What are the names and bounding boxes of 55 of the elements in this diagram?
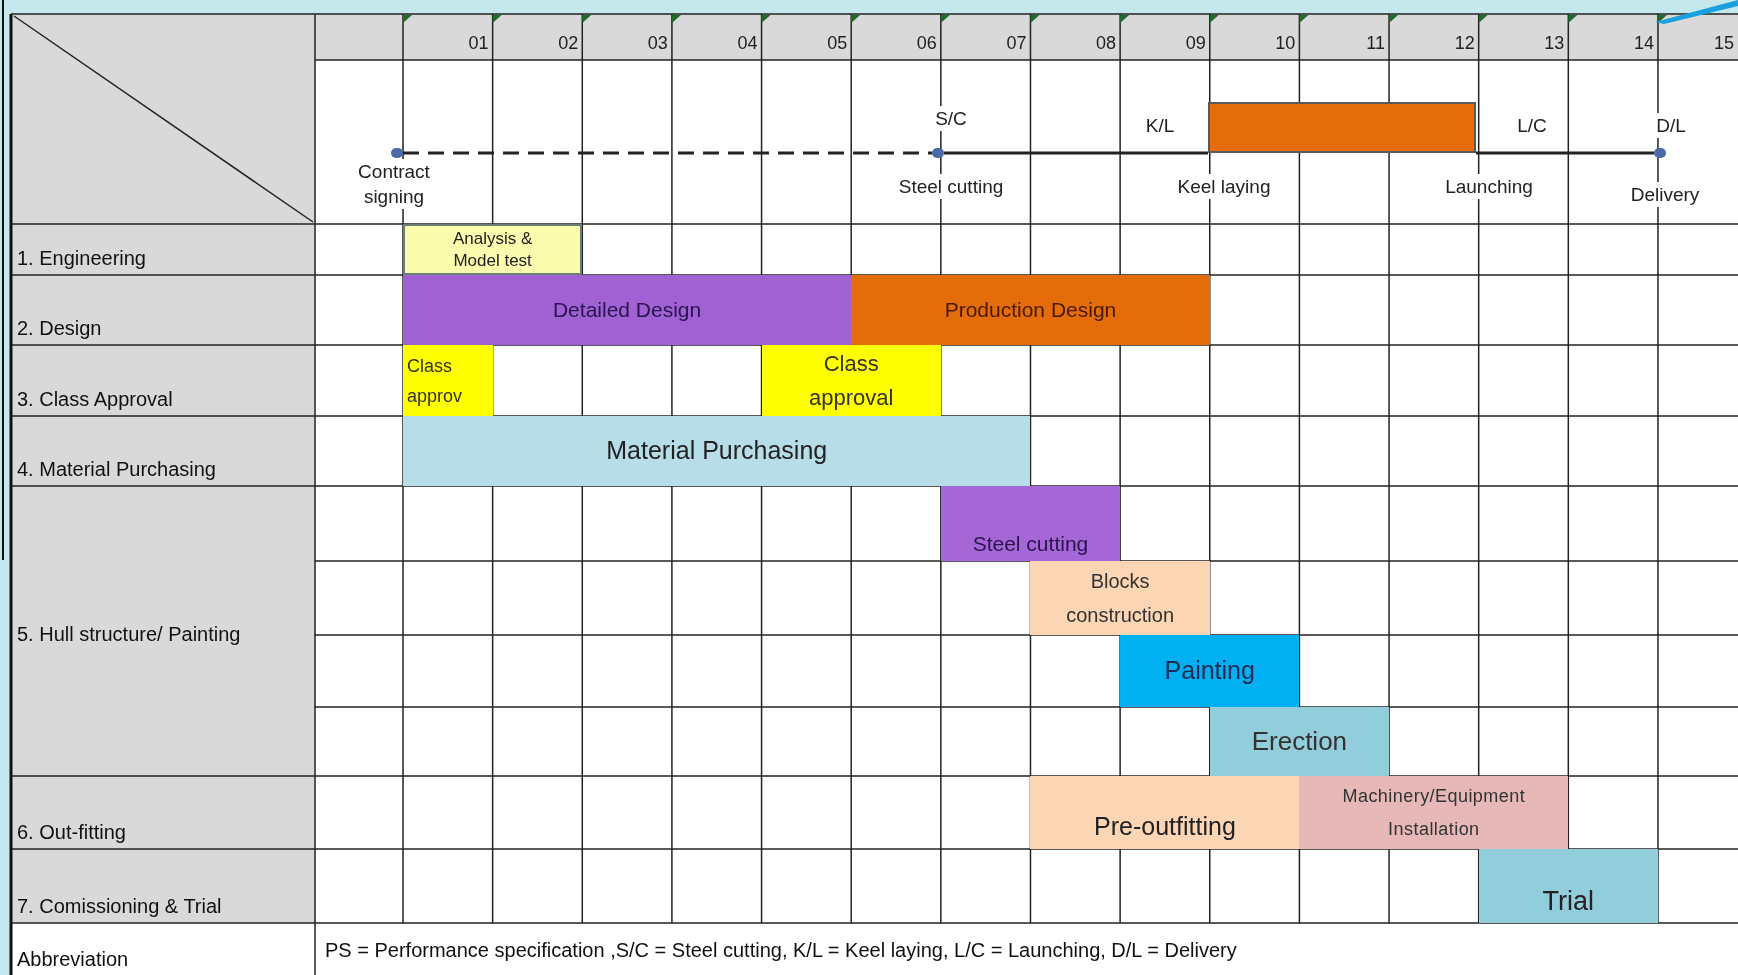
task-label: Class approval: [807, 349, 895, 412]
task-bar: [1030, 776, 1300, 849]
column-number: 13: [1543, 32, 1566, 55]
column-number: 07: [1005, 32, 1028, 55]
milestone-label: S/C: [933, 106, 969, 131]
task-label: Steel cutting: [972, 530, 1089, 557]
row-label: Abbreviation: [17, 947, 129, 972]
column-number: 10: [1274, 32, 1297, 55]
column-number: 01: [467, 32, 490, 55]
task-bar: [940, 486, 1121, 561]
column-number: 05: [826, 32, 849, 55]
task-bar: [1120, 635, 1300, 707]
column-number: 04: [736, 32, 759, 55]
task-bar: [761, 345, 941, 416]
task-bar: [403, 275, 852, 345]
column-number: 14: [1632, 32, 1655, 55]
row-label: 1. Engineering: [17, 246, 146, 271]
row-label: 3. Class Approval: [17, 387, 173, 412]
task-label: Class approv: [407, 354, 464, 408]
row-label: 2. Design: [17, 316, 102, 341]
row-label: 5. Hull structure/ Painting: [17, 622, 241, 647]
column-number: 12: [1453, 32, 1476, 55]
dashed-timeline: [403, 151, 932, 155]
task-label: Production Design: [944, 297, 1117, 324]
column-number: 09: [1184, 32, 1207, 55]
row-label: 6. Out-fitting: [17, 820, 126, 845]
task-bar: [403, 416, 1031, 486]
task-label: Trial: [1542, 884, 1595, 918]
task-bar: [851, 275, 1210, 345]
abbreviation-note: PS = Performance specification ,S/C = Steel cutting, K/L = Keel laying, L/C = Launching, D/L = Delivery: [325, 938, 1237, 963]
column-number: 03: [646, 32, 669, 55]
column-number: 08: [1095, 32, 1118, 55]
task-bar: [403, 224, 583, 275]
timeline: [944, 151, 1208, 155]
row-label: 4. Material Purchasing: [17, 457, 216, 482]
task-bar: [1478, 849, 1658, 923]
column-number: 15: [1712, 32, 1735, 55]
task-label: Painting: [1164, 655, 1255, 687]
milestone-bar: [1208, 102, 1476, 153]
task-label: Machinery/Equipment Installation: [1341, 784, 1527, 841]
task-label: Blocks construction: [1065, 569, 1175, 628]
column-number: 11: [1365, 32, 1386, 55]
timeline: [1476, 151, 1654, 155]
task-label: Detailed Design: [552, 297, 702, 324]
task-label: Pre-outfitting: [1094, 810, 1236, 842]
column-number: 06: [915, 32, 938, 55]
task-bar: [1299, 776, 1569, 849]
task-bar: [403, 345, 493, 416]
task-bar: [1209, 707, 1389, 776]
task-label: Analysis & Model test: [451, 227, 534, 272]
task-bar: [1030, 561, 1210, 635]
column-number: 02: [557, 32, 580, 55]
task-label: Material Purchasing: [606, 435, 828, 467]
row-label: 7. Comissioning & Trial: [17, 894, 222, 919]
task-label: Erection: [1251, 725, 1348, 758]
